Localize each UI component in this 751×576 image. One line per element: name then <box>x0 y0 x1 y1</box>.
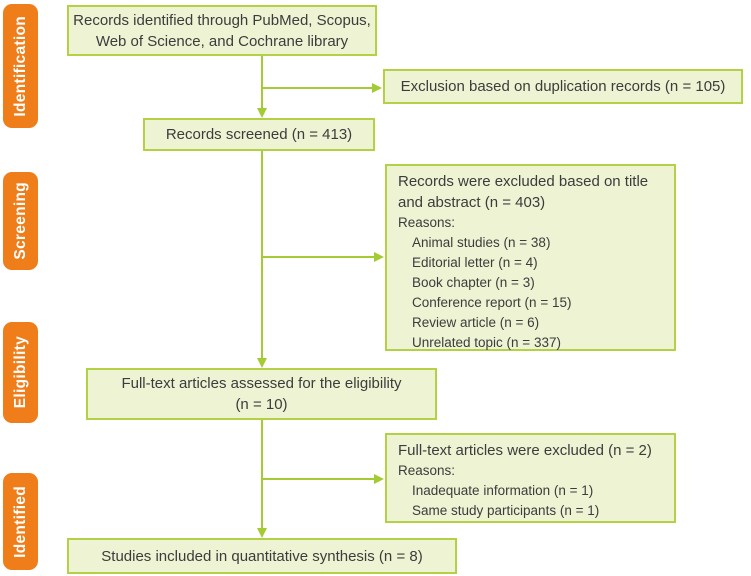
arrowhead-right-to-title-abstract-excluded <box>374 252 384 262</box>
arrowhead-right-to-fulltext-excluded <box>374 474 384 484</box>
connector-identified-to-screened <box>261 56 263 108</box>
records-identified-line1: Records identified through PubMed, Scopu… <box>73 11 371 29</box>
reason-animal-studies: Animal studies (n = 38) <box>412 235 551 250</box>
stage-label-identification: Identification <box>11 15 29 117</box>
stage-tab-eligibility: Eligibility <box>3 322 38 423</box>
stage-label-identified: Identified <box>11 485 29 558</box>
stage-label-eligibility: Eligibility <box>11 336 29 409</box>
stage-tab-identification: Identification <box>3 4 38 128</box>
reason-inadequate-information: Inadequate information (n = 1) <box>412 483 594 498</box>
arrowhead-down-to-included <box>257 528 267 538</box>
reason-editorial-letter: Editorial letter (n = 4) <box>412 255 538 270</box>
box-records-identified: Records identified through PubMed, Scopu… <box>67 5 377 56</box>
arrowhead-down-to-screened <box>257 108 267 118</box>
title-abstract-header2: and abstract (n = 403) <box>398 194 546 211</box>
records-screened-text: Records screened (n = 413) <box>165 126 353 143</box>
box-fulltext-assessed: Full-text articles assessed for the elig… <box>86 368 437 420</box>
reason-conference-report: Conference report (n = 15) <box>412 295 572 310</box>
box-included: Studies included in quantitative synthes… <box>67 538 457 574</box>
box-duplicate-exclusion: Exclusion based on duplication records (… <box>383 69 743 104</box>
reason-review-article: Review article (n = 6) <box>412 315 540 330</box>
reason-book-chapter: Book chapter (n = 3) <box>412 275 535 290</box>
connector-to-duplicate-exclusion <box>261 87 372 89</box>
box-records-screened: Records screened (n = 413) <box>143 118 375 151</box>
reason-same-study-participants: Same study participants (n = 1) <box>412 503 600 518</box>
title-abstract-header1: Records were excluded based on title <box>398 173 649 190</box>
fulltext-assessed-line2: (n = 10) <box>235 396 288 413</box>
box-title-abstract-excluded: Records were excluded based on title and… <box>385 164 676 351</box>
connector-screened-to-fulltext <box>261 151 263 358</box>
duplicate-exclusion-text: Exclusion based on duplication records (… <box>400 78 726 95</box>
connector-to-title-abstract-excluded <box>261 256 374 258</box>
fulltext-excluded-reasons-label: Reasons: <box>398 463 456 478</box>
box-fulltext-excluded: Full-text articles were excluded (n = 2)… <box>385 433 676 523</box>
connector-fulltext-to-included <box>261 420 263 528</box>
arrowhead-right-to-duplicate-exclusion <box>372 83 382 93</box>
title-abstract-reasons-label: Reasons: <box>398 215 456 230</box>
reason-unrelated-topic: Unrelated topic (n = 337) <box>412 335 561 350</box>
stage-tab-identified: Identified <box>3 473 38 570</box>
included-text: Studies included in quantitative synthes… <box>101 547 423 565</box>
stage-label-screening: Screening <box>11 182 29 260</box>
connector-to-fulltext-excluded <box>261 478 374 480</box>
fulltext-excluded-header1: Full-text articles were excluded (n = 2) <box>398 442 652 459</box>
fulltext-assessed-line1: Full-text articles assessed for the elig… <box>121 375 402 392</box>
stage-tab-screening: Screening <box>3 172 38 270</box>
records-identified-line2: Web of Science, and Cochrane library <box>95 32 349 50</box>
arrowhead-down-to-fulltext <box>257 358 267 368</box>
